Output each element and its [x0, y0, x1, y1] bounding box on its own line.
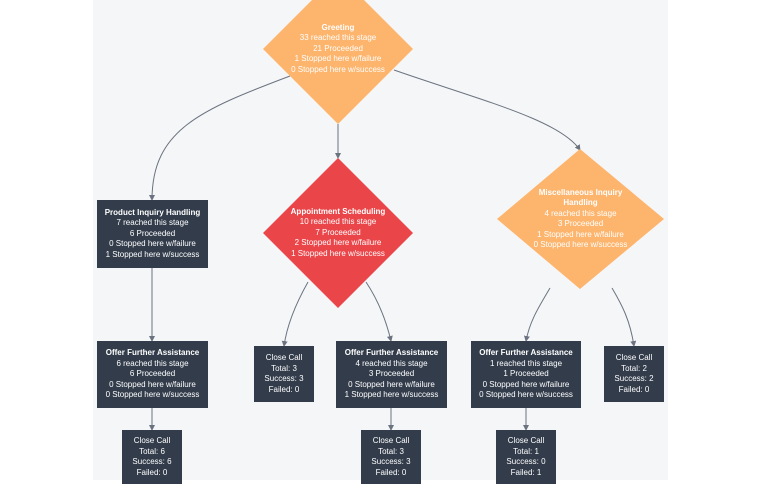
success-count: 0 Stopped here w/success: [479, 390, 573, 400]
failure-count: 1 Stopped here w/failure: [537, 229, 624, 239]
reached-count: 7 reached this stage: [116, 218, 189, 228]
diamond-shape: [497, 149, 664, 289]
success-count: 0 Stopped here w/success: [533, 240, 628, 249]
success-count: Success: 3: [264, 374, 304, 383]
offer-assistance-node-1[interactable]: Offer Further Assistance 6 reached this …: [97, 341, 208, 408]
success-count: 0 Stopped here w/success: [105, 390, 200, 400]
close-call-node-c[interactable]: Close Call Total: 6 Success: 6 Failed: 0: [122, 430, 182, 484]
failure-count: 0 Stopped here w/failure: [348, 379, 435, 389]
node-title: Appointment Scheduling: [290, 206, 386, 216]
proceeded-count: 7 Proceeded: [315, 227, 361, 237]
reached-count: 6 reached this stage: [116, 358, 189, 368]
appointment-decision[interactable]: Appointment Scheduling 10 reached this s…: [263, 158, 413, 308]
proceeded-count: 1 Proceeded: [503, 369, 549, 379]
proceeded-count: 21 Proceeded: [313, 43, 363, 53]
node-title: Greeting: [321, 22, 355, 32]
offer-assistance-node-3[interactable]: Offer Further Assistance 1 reached this …: [471, 341, 581, 408]
node-title: Close Call: [265, 353, 303, 362]
proceeded-count: 6 Proceeded: [129, 228, 176, 238]
edge-misc-to-closeb: [611, 287, 637, 347]
success-count: 1 Stopped here w/success: [291, 248, 385, 258]
product-inquiry-node[interactable]: Product Inquiry Handling 7 reached this …: [97, 200, 208, 268]
success-count: 0 Stopped here w/success: [291, 64, 385, 74]
node-title: Offer Further Assistance: [105, 348, 200, 358]
node-title: Close Call: [507, 436, 545, 445]
failure-count: 0 Stopped here w/failure: [482, 379, 570, 389]
reached-count: 4 reached this stage: [355, 358, 428, 368]
offer-assistance-node-2[interactable]: Offer Further Assistance 4 reached this …: [336, 341, 447, 408]
node-title: Close Call: [372, 436, 410, 445]
failed-count: Failed: 0: [375, 467, 407, 477]
success-count: 1 Stopped here w/success: [105, 249, 200, 259]
greeting-decision[interactable]: Greeting 33 reached this stage 21 Procee…: [263, 0, 413, 124]
node-title: Offer Further Assistance: [479, 348, 573, 358]
failure-count: 0 Stopped here w/failure: [109, 379, 196, 389]
failed-count: Failed: 0: [136, 467, 168, 477]
proceeded-count: 6 Proceeded: [129, 369, 176, 379]
edge-appointment-to-closea: [281, 281, 309, 347]
close-call-node-d[interactable]: Close Call Total: 3 Success: 3 Failed: 0: [361, 430, 421, 484]
failed-count: Failed: 1: [510, 467, 542, 477]
failure-count: 1 Stopped here w/failure: [294, 54, 382, 64]
success-count: 1 Stopped here w/success: [344, 390, 439, 400]
total-count: Total: 2: [621, 363, 647, 373]
total-count: Total: 6: [139, 446, 165, 456]
edge-greeting-to-misc: [393, 69, 581, 151]
success-count: Success: 3: [371, 457, 411, 466]
reached-count: 10 reached this stage: [299, 217, 377, 227]
failed-count: Failed: 0: [268, 384, 300, 394]
edge-appointment-to-offer2: [365, 281, 393, 342]
close-call-node-e[interactable]: Close Call Total: 1 Success: 0 Failed: 1: [496, 430, 556, 484]
failure-count: 0 Stopped here w/failure: [109, 239, 196, 249]
success-count: Success: 0: [506, 457, 546, 466]
diamond-shape: [263, 0, 413, 124]
total-count: Total: 1: [513, 446, 539, 456]
node-title: Close Call: [133, 436, 171, 445]
total-count: Total: 3: [378, 446, 404, 456]
reached-count: 33 reached this stage: [299, 33, 377, 43]
close-call-node-b[interactable]: Close Call Total: 2 Success: 2 Failed: 0: [604, 346, 664, 402]
success-count: Success: 2: [614, 374, 654, 383]
proceeded-count: 3 Proceeded: [557, 219, 604, 228]
node-title: Close Call: [615, 353, 653, 362]
reached-count: 1 reached this stage: [489, 358, 563, 368]
node-title-line1: Miscellaneous Inquiry: [538, 187, 623, 197]
close-call-node-a[interactable]: Close Call Total: 3 Success: 3 Failed: 0: [254, 346, 314, 402]
diamond-shape: [263, 158, 413, 308]
proceeded-count: 3 Proceeded: [368, 369, 415, 379]
misc-inquiry-decision[interactable]: Miscellaneous Inquiry Handling 4 reached…: [497, 149, 664, 289]
edge-misc-to-offer3: [523, 287, 551, 342]
node-title: Product Inquiry Handling: [104, 207, 201, 217]
edge-greeting-to-product: [149, 75, 291, 201]
failed-count: Failed: 0: [618, 384, 650, 394]
failure-count: 2 Stopped here w/failure: [294, 238, 382, 248]
success-count: Success: 6: [132, 457, 172, 466]
reached-count: 4 reached this stage: [544, 208, 617, 218]
total-count: Total: 3: [271, 363, 297, 373]
node-title: Offer Further Assistance: [344, 348, 439, 358]
node-title-line2: Handling: [563, 198, 598, 207]
